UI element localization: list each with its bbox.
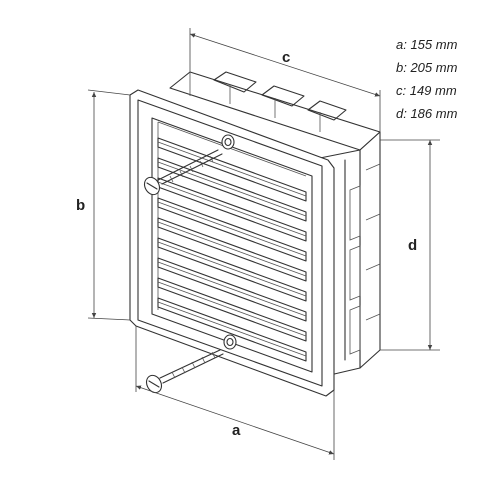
louvre-slat-edge: [157, 141, 307, 197]
spec-a: a: 155 mm: [396, 37, 458, 52]
spec-c: c: 149 mm: [396, 83, 457, 98]
louvre-slat: [157, 257, 307, 322]
louvre-slat: [157, 137, 307, 202]
dimension-b: b: [76, 89, 131, 321]
louvre-slat: [157, 197, 307, 262]
louvre-slat-edge: [157, 201, 307, 257]
svg-text:d: d: [408, 237, 417, 254]
svg-text:c: c: [282, 49, 290, 66]
louvre-slat-edge: [157, 161, 307, 217]
screw-bottom: [145, 349, 224, 394]
louvre-slats: [157, 137, 307, 362]
louvre-slat-edge: [157, 301, 307, 357]
spec-d: d: 186 mm: [396, 106, 458, 121]
louvre-slat-edge: [157, 281, 307, 337]
louvre-slat: [157, 297, 307, 362]
screw-top: [143, 149, 223, 196]
dimension-a: a: [135, 326, 335, 460]
screw-hole-top: [221, 134, 235, 150]
spec-b: b: 205 mm: [396, 60, 458, 75]
dimension-c: c: [189, 28, 381, 132]
louvre-slat-edge: [157, 221, 307, 277]
louvre-slat-edge: [157, 241, 307, 297]
dimension-d: d: [380, 139, 440, 351]
svg-text:b: b: [76, 197, 85, 214]
louvre-slat: [157, 277, 307, 342]
louvre-slat: [157, 237, 307, 302]
louvre-slat: [157, 157, 307, 222]
svg-text:a: a: [232, 422, 241, 439]
louvre-slat-edge: [157, 261, 307, 317]
louvre-slat-edge: [157, 181, 307, 237]
louvre-slat: [157, 217, 307, 282]
screw-hole-bottom: [223, 334, 237, 350]
